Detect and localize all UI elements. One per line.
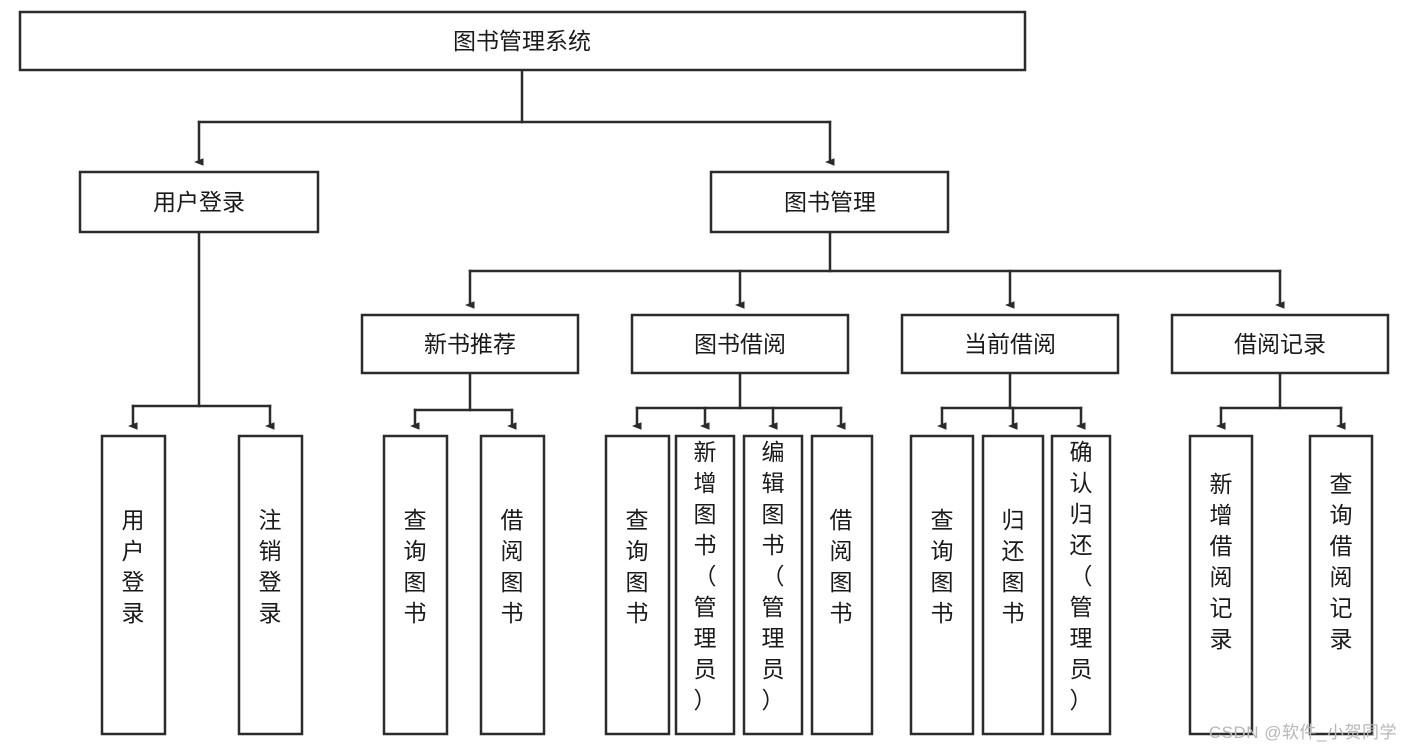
node-user-login[interactable]: 用户登录 xyxy=(78,170,320,234)
node-leaf-confirm-return-admin[interactable]: 确认归还（管理员） xyxy=(1050,434,1112,736)
node-leaf-box xyxy=(1308,434,1374,736)
node-leaf-box xyxy=(604,434,671,736)
node-leaf-query-borrow-record[interactable]: 查询借阅记录 xyxy=(1308,434,1374,736)
node-new-book-recommend-box xyxy=(360,313,580,375)
node-leaf-logout-login[interactable]: 注销登录 xyxy=(237,434,304,736)
node-leaf-add-book-admin[interactable]: 新增图书（管理员） xyxy=(674,434,736,736)
node-borrow-record-box xyxy=(1170,313,1390,375)
node-leaf-box xyxy=(810,434,874,736)
node-leaf-box xyxy=(981,434,1045,736)
node-leaf-box xyxy=(1050,434,1112,736)
node-leaf-return-book[interactable]: 归还图书 xyxy=(981,434,1045,736)
node-new-book-recommend-label: 新书推荐 xyxy=(424,331,516,357)
node-user-login-label: 用户登录 xyxy=(153,189,245,215)
node-leaf-box xyxy=(674,434,736,736)
node-leaf-add-borrow-record[interactable]: 新增借阅记录 xyxy=(1188,434,1254,736)
node-leaf-box xyxy=(100,434,167,736)
node-leaf-label: 借阅图书 xyxy=(830,507,853,626)
node-leaf-box xyxy=(1188,434,1254,736)
node-leaf-borrow-book[interactable]: 借阅图书 xyxy=(810,434,874,736)
node-book-management-box xyxy=(709,170,950,234)
node-new-book-recommend[interactable]: 新书推荐 xyxy=(360,313,580,375)
node-leaf-label: 确认归还（管理员） xyxy=(1070,439,1093,713)
csdn-watermark: CSDN @软件_小贺同学 xyxy=(1208,723,1397,742)
node-leaf-box xyxy=(382,434,449,736)
node-leaf-edit-book-admin[interactable]: 编辑图书（管理员） xyxy=(742,434,804,736)
node-leaf-label: 注销登录 xyxy=(259,507,282,626)
node-book-borrow-box xyxy=(630,313,850,375)
node-leaf-borrow-book-newbook[interactable]: 借阅图书 xyxy=(479,434,546,736)
node-leaf-query-book-current[interactable]: 查询图书 xyxy=(909,434,975,736)
node-current-borrow[interactable]: 当前借阅 xyxy=(900,313,1120,375)
node-current-borrow-box xyxy=(900,313,1120,375)
node-user-login-box xyxy=(78,170,320,234)
node-current-borrow-label: 当前借阅 xyxy=(964,331,1056,357)
node-root-box xyxy=(18,10,1027,72)
node-book-borrow[interactable]: 图书借阅 xyxy=(630,313,850,375)
node-leaf-box xyxy=(742,434,804,736)
node-leaf-label: 编辑图书（管理员） xyxy=(762,439,785,713)
node-leaf-query-book-borrow[interactable]: 查询图书 xyxy=(604,434,671,736)
node-root-system[interactable]: 图书管理系统 xyxy=(18,10,1027,72)
node-leaf-label: 查询图书 xyxy=(931,507,954,626)
node-leaf-box xyxy=(237,434,304,736)
node-leaf-query-book-newbook[interactable]: 查询图书 xyxy=(382,434,449,736)
node-book-borrow-label: 图书借阅 xyxy=(694,331,786,357)
node-leaf-label: 查询借阅记录 xyxy=(1330,471,1353,652)
node-book-management[interactable]: 图书管理 xyxy=(709,170,950,234)
node-borrow-record-label: 借阅记录 xyxy=(1234,331,1326,357)
node-root-label: 图书管理系统 xyxy=(453,28,591,54)
node-leaf-box xyxy=(479,434,546,736)
node-leaf-label: 借阅图书 xyxy=(501,507,524,626)
node-leaf-label: 用户登录 xyxy=(122,507,145,626)
node-leaf-label: 查询图书 xyxy=(626,507,649,626)
node-leaf-label: 归还图书 xyxy=(1002,507,1025,626)
node-leaf-label: 新增借阅记录 xyxy=(1210,471,1233,652)
node-leaf-label: 新增图书（管理员） xyxy=(694,439,717,713)
node-leaf-user-login[interactable]: 用户登录 xyxy=(100,434,167,736)
node-book-management-label: 图书管理 xyxy=(784,189,876,215)
edge-group xyxy=(128,68,1346,430)
node-leaf-box xyxy=(909,434,975,736)
node-borrow-record[interactable]: 借阅记录 xyxy=(1170,313,1390,375)
node-leaf-label: 查询图书 xyxy=(404,507,427,626)
